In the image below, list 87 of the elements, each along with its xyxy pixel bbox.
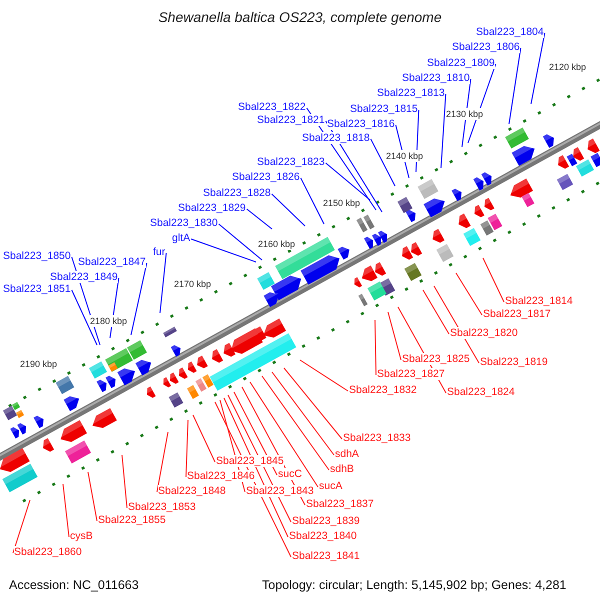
gene-label: Sbal223_1828 bbox=[203, 187, 271, 199]
gene-label: cysB bbox=[70, 530, 93, 542]
leader-line bbox=[388, 312, 402, 360]
gene-label: Sbal223_1809 bbox=[427, 57, 495, 69]
gene-label: Sbal223_1848 bbox=[158, 485, 226, 497]
gene-label: Sbal223_1853 bbox=[128, 501, 196, 513]
gene-label: Sbal223_1825 bbox=[402, 353, 470, 365]
leader-line bbox=[122, 454, 128, 508]
scale-label: 2140 kbp bbox=[386, 150, 424, 162]
leader-line bbox=[130, 262, 148, 336]
leader-line bbox=[218, 224, 262, 260]
leader-line bbox=[482, 258, 504, 302]
leader-line bbox=[440, 94, 446, 168]
leader-line bbox=[508, 48, 522, 124]
gene-label: Sbal223_1833 bbox=[343, 432, 411, 444]
leader-line bbox=[88, 472, 98, 522]
gene-label: Sbal223_1837 bbox=[306, 498, 374, 510]
scale-label: 2150 kbp bbox=[323, 197, 360, 209]
gene-label: Sbal223_1818 bbox=[302, 132, 370, 144]
scale-label: 2190 kbp bbox=[20, 358, 58, 370]
gene-label: sdhB bbox=[330, 463, 354, 475]
gene-label: sdhA bbox=[335, 448, 359, 460]
scale-label: 2120 kbp bbox=[549, 61, 586, 73]
gene-label: Sbal223_1849 bbox=[50, 271, 118, 283]
leader-line bbox=[190, 238, 256, 262]
scale-label: 2160 kbp bbox=[258, 238, 296, 250]
diagram-title: Shewanella baltica OS223, complete genome bbox=[158, 9, 442, 25]
gene-label: Sbal223_1824 bbox=[447, 386, 515, 398]
leader-line bbox=[370, 138, 396, 186]
gene-label: Sbal223_1829 bbox=[178, 202, 246, 214]
scale-label: 2180 kbp bbox=[90, 315, 128, 327]
gene-label: Sbal223_1826 bbox=[232, 171, 300, 183]
gene-label: Sbal223_1813 bbox=[377, 87, 445, 99]
gene-label: Sbal223_1806 bbox=[452, 41, 520, 53]
leader-line bbox=[12, 500, 30, 554]
gene-label: Sbal223_1820 bbox=[450, 327, 518, 339]
gene-label: Sbal223_1819 bbox=[480, 356, 548, 368]
gene-label: Sbal223_1847 bbox=[78, 256, 146, 268]
leader-line bbox=[530, 32, 546, 104]
footer-text: Topology: circular; Length: 5,145,902 bp; Genes: 4,281 bbox=[262, 579, 566, 591]
leader-line bbox=[271, 194, 306, 226]
leader-line bbox=[62, 484, 70, 538]
gene-label: Sbal223_1832 bbox=[349, 384, 417, 396]
gene-label: Sbal223_1821 bbox=[257, 114, 325, 126]
leader-line bbox=[246, 208, 272, 230]
footer-text: Accession: NC_011663 bbox=[9, 579, 139, 591]
gene-label: Sbal223_1860 bbox=[14, 546, 82, 558]
gene-label: Sbal223_1816 bbox=[327, 118, 395, 130]
gene-label: Sbal223_1843 bbox=[246, 485, 314, 497]
gene-label: sucC bbox=[278, 468, 302, 480]
leader-line bbox=[456, 272, 482, 316]
leader-line bbox=[325, 162, 370, 200]
gene-label: Sbal223_1827 bbox=[377, 368, 445, 380]
leader-line bbox=[284, 368, 342, 440]
gene-label: Sbal223_1814 bbox=[505, 295, 573, 307]
gene-label: sucA bbox=[319, 480, 342, 492]
gene-label: Sbal223_1841 bbox=[292, 550, 360, 562]
leader-line bbox=[160, 252, 167, 314]
leader-line bbox=[272, 372, 334, 456]
scale-label: 2130 kbp bbox=[446, 108, 484, 120]
leader-line bbox=[250, 382, 318, 488]
scale-label: 2170 kbp bbox=[174, 278, 212, 290]
gene-label: fur bbox=[153, 246, 166, 258]
leader-line bbox=[192, 414, 216, 462]
gene-label: Sbal223_1823 bbox=[257, 156, 325, 168]
gene-label: Sbal223_1810 bbox=[402, 72, 470, 84]
gene-label: gltA bbox=[172, 232, 190, 244]
leader-line bbox=[422, 290, 450, 334]
gene-label: Sbal223_1822 bbox=[238, 101, 306, 113]
leader-line bbox=[262, 376, 330, 470]
gene-label: Sbal223_1815 bbox=[350, 103, 418, 115]
gene-label: Sbal223_1846 bbox=[187, 470, 255, 482]
leader-line bbox=[71, 290, 98, 346]
gene-label: Sbal223_1855 bbox=[98, 514, 166, 526]
leader-line bbox=[374, 320, 376, 376]
leader-line bbox=[186, 420, 188, 478]
gene-label: Sbal223_1840 bbox=[289, 530, 357, 542]
leader-line bbox=[300, 178, 324, 224]
gene-label: Sbal223_1851 bbox=[3, 283, 71, 295]
gene-label: Sbal223_1830 bbox=[150, 217, 218, 229]
gene-label: Sbal223_1804 bbox=[476, 26, 544, 38]
leader-line bbox=[300, 360, 348, 392]
gene-label: Sbal223_1845 bbox=[216, 455, 284, 467]
gene-label: Sbal223_1850 bbox=[3, 250, 71, 262]
gene-label: Sbal223_1839 bbox=[292, 515, 360, 527]
leader-line bbox=[156, 432, 168, 492]
gene-label: Sbal223_1817 bbox=[483, 308, 551, 320]
